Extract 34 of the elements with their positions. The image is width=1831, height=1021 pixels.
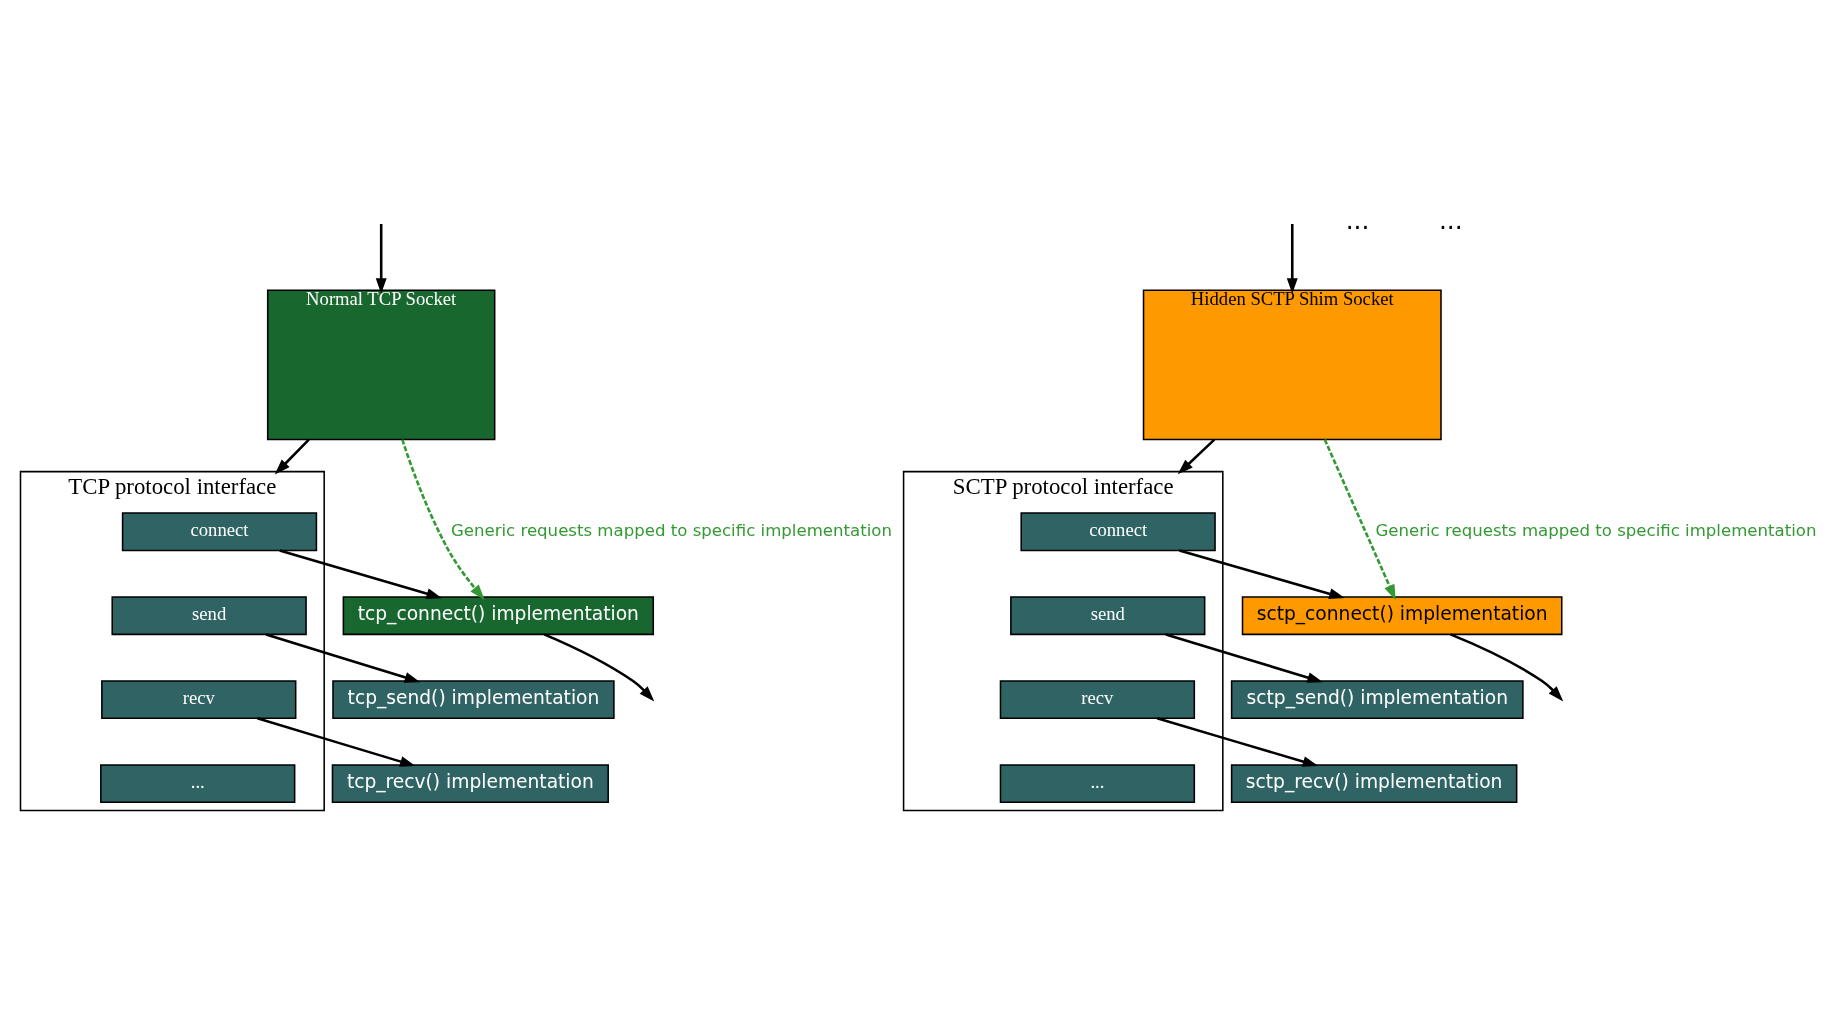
node-box: sctp_recv() implementation <box>1230 764 1518 804</box>
node-box: recv <box>999 680 1196 720</box>
node-box: send <box>1010 596 1206 636</box>
node-box: sctp_send() implementation <box>1230 680 1524 720</box>
arrow <box>257 717 416 767</box>
arrow <box>1286 224 1298 294</box>
arrow <box>543 633 655 702</box>
arrow <box>1179 549 1345 600</box>
arrow <box>375 224 387 294</box>
node-box: recv <box>101 680 297 720</box>
node-box: Normal TCP Socket <box>266 289 496 441</box>
label: ... <box>1345 206 1370 236</box>
node-box: tcp_send() implementation <box>332 680 615 720</box>
arrow <box>265 633 421 683</box>
node-box: connect <box>121 512 318 552</box>
node-box: Hidden SCTP Shim Socket <box>1142 289 1442 441</box>
arrow <box>1450 633 1564 702</box>
node-box: tcp_recv() implementation <box>331 764 609 804</box>
arrow <box>401 439 485 600</box>
arrow <box>274 438 310 475</box>
edge-label: Generic requests mapped to specific implementation <box>450 520 892 540</box>
arrow <box>1156 717 1319 767</box>
node-box: connect <box>1020 512 1216 552</box>
arrow <box>1177 438 1216 475</box>
arrow <box>279 549 443 599</box>
arrow <box>1323 439 1396 601</box>
node-box: tcp_connect() implementation <box>342 596 655 636</box>
arrow <box>1165 633 1323 683</box>
node-box: ... <box>100 764 296 804</box>
edge-label: Generic requests mapped to specific implementation <box>1375 520 1817 540</box>
node-box: ... <box>999 764 1196 804</box>
node-box: sctp_connect() implementation <box>1241 596 1563 636</box>
node-box: send <box>111 596 307 636</box>
label: ... <box>1438 206 1463 236</box>
